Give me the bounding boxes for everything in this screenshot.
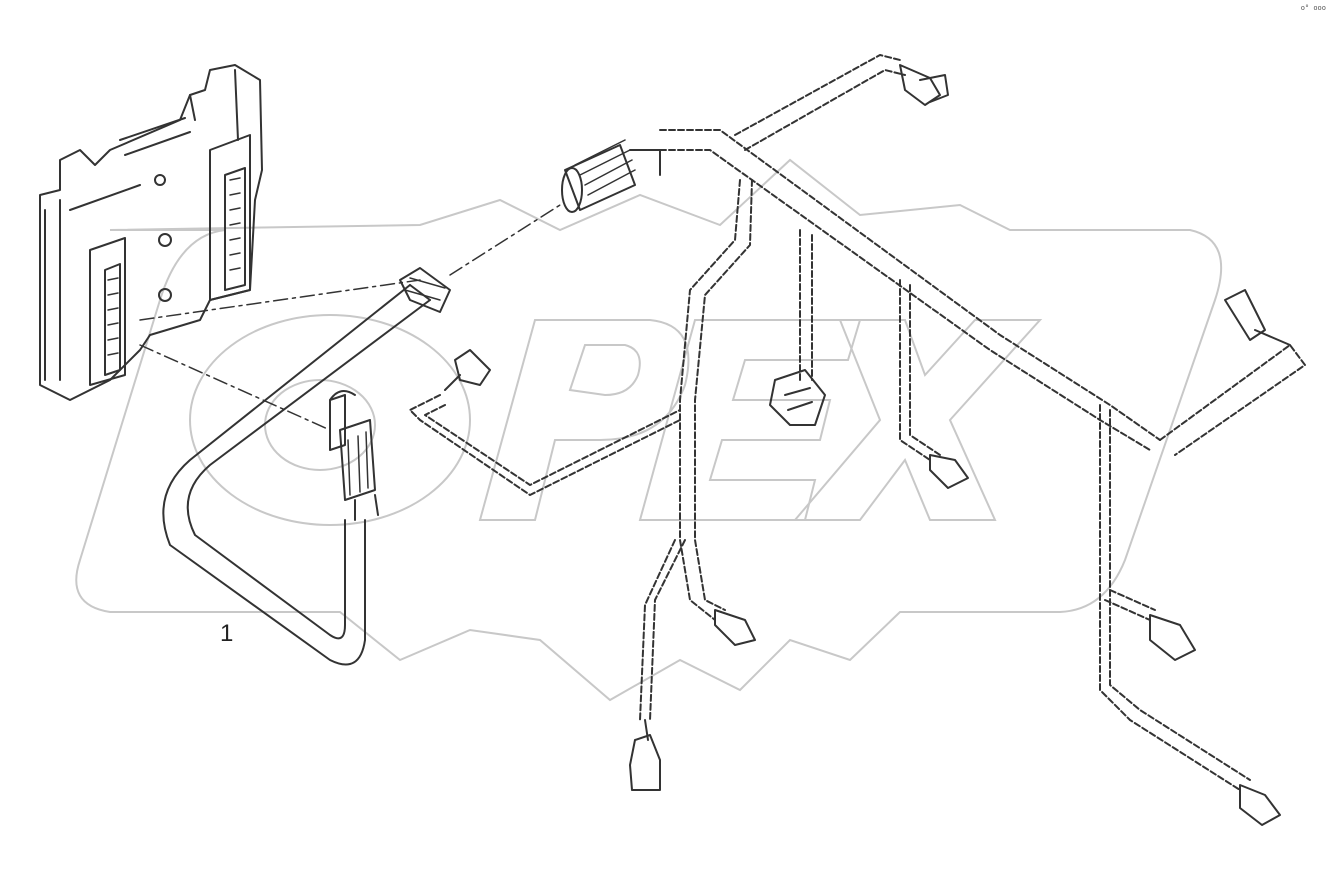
leader-line-ecu-to-plug: [139, 279, 421, 321]
branch-cable-middle: [799, 229, 941, 461]
leader-line-plug-to-connector: [449, 204, 561, 276]
connector-bottom: [629, 719, 661, 791]
branch-cable-left: [409, 394, 681, 496]
part-callout-number: 1: [220, 620, 234, 647]
connector-far-right: [1224, 289, 1291, 346]
corner-code: o° ooo: [1300, 4, 1326, 12]
watermark-gear: [75, 158, 1223, 702]
main-harness-tube: [162, 267, 451, 666]
leader-line-ecu-to-harness: [139, 344, 331, 431]
connector-left-sensor: [444, 349, 491, 391]
branch-cable-main: [659, 54, 1306, 456]
branch-cable-down: [639, 179, 753, 721]
connector-middle: [769, 369, 826, 426]
harness-drawing: [39, 54, 1306, 826]
relay-box: [329, 390, 379, 521]
connector-top-right: [899, 64, 949, 106]
round-connector: [561, 139, 661, 213]
connector-right-middle: [1149, 614, 1196, 661]
connector-bottom-right: [1239, 784, 1281, 826]
branch-cable-right-down: [1099, 404, 1251, 791]
connector-middle-right: [929, 454, 969, 489]
control-unit: [39, 64, 263, 401]
watermark-letters: [189, 314, 1043, 526]
connector-bottom-center: [714, 609, 756, 646]
